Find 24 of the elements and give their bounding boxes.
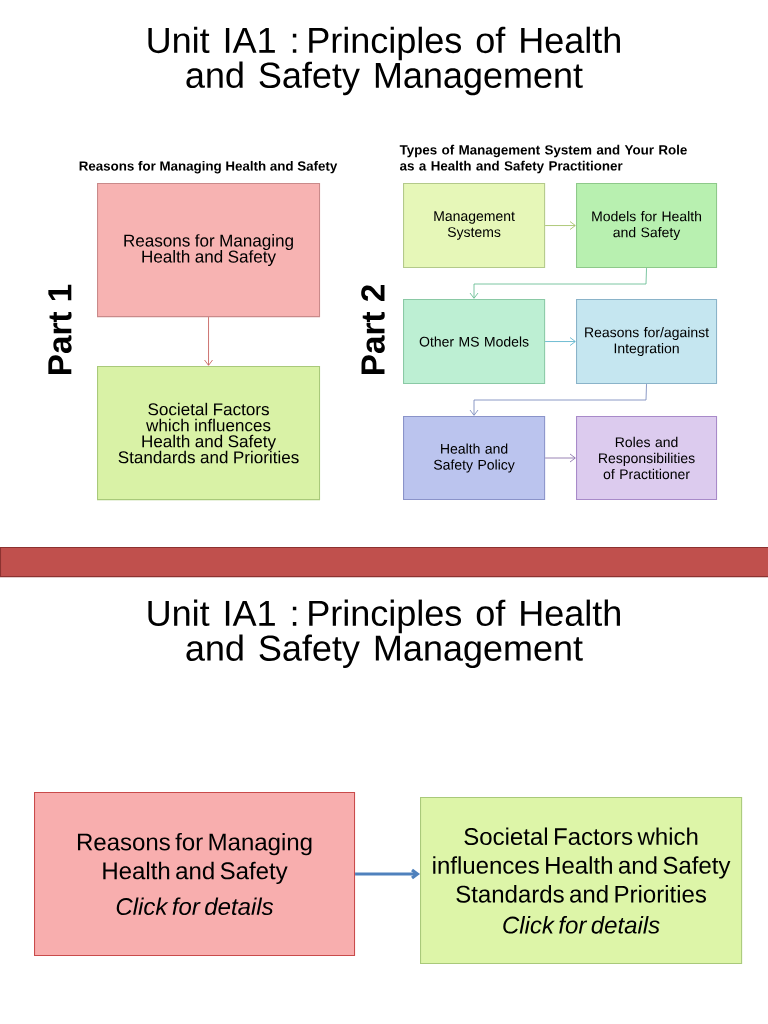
arrow	[469, 383, 647, 416]
arrow	[544, 453, 576, 463]
process-box: Reasons for Managing Health and Safety	[97, 183, 321, 318]
title: Unit IA1 : Principles of Health and Safety Management	[148, 26, 620, 96]
process-box: Health and Safety Policy	[403, 416, 546, 500]
process-box: Societal Factors which influences Health and Safety Standards and Priorities Click for details	[420, 797, 743, 965]
heading: Reasons for Managing Health and Safety	[79, 160, 338, 174]
part-label: Part 2	[361, 285, 385, 375]
arrow	[204, 316, 213, 366]
title: Unit IA1 : Principles of Health and Safety Management	[148, 599, 620, 669]
process-box: Roles and Responsibilities of Practitioner	[576, 416, 718, 500]
process-box: Societal Factors which influences Health and Safety Standards and Priorities	[97, 366, 321, 501]
process-box: Models for Health and Safety	[576, 183, 718, 269]
arrow	[355, 868, 420, 880]
arrow	[544, 337, 576, 346]
arrow	[469, 267, 647, 299]
process-box: Reasons for/against Integration	[576, 299, 718, 385]
part-label: Part 1	[48, 284, 72, 375]
banner-bar	[0, 547, 768, 578]
heading: Types of Management System and Your Role as a Health and Safety Practitioner	[399, 144, 687, 174]
process-box: Reasons for Managing Health and Safety Click for details	[34, 792, 356, 956]
process-box: Other MS Models	[403, 299, 546, 385]
arrow	[544, 221, 576, 230]
process-box: Management Systems	[403, 183, 546, 269]
